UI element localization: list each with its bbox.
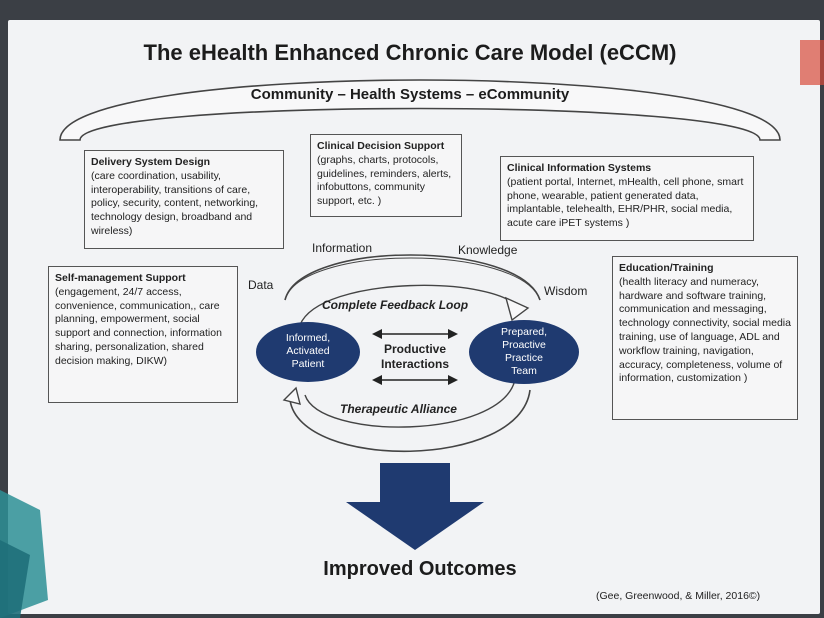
team-ellipse	[469, 320, 579, 384]
self-mgmt-body: (engagement, 24/7 access, convenience, c…	[55, 285, 222, 367]
therapeutic-alliance-label: Therapeutic Alliance	[340, 402, 457, 416]
outer-loop-bottom	[289, 389, 531, 453]
loop-arrowhead-left	[282, 386, 301, 405]
teal-decoration	[0, 0, 60, 618]
delivery-system-box: Delivery System Design (care coordinatio…	[84, 150, 284, 249]
wisdom-label: Wisdom	[544, 284, 588, 298]
delivery-heading: Delivery System Design	[91, 156, 211, 168]
productive-interactions-label: Productive Interactions	[380, 342, 449, 371]
info-systems-box: Clinical Information Systems (patient po…	[500, 156, 754, 241]
info-systems-heading: Clinical Information Systems	[507, 162, 652, 174]
community-label: Community – Health Systems – eCommunity	[250, 86, 570, 103]
improved-outcomes-label: Improved Outcomes	[323, 558, 517, 580]
red-decoration	[800, 40, 824, 85]
education-body: (health literacy and numeracy, hardware …	[619, 275, 791, 385]
page-title: The eHealth Enhanced Chronic Care Model …	[143, 40, 677, 65]
info-systems-body: (patient portal, Internet, mHealth, cell…	[507, 175, 744, 230]
decision-heading: Clinical Decision Support	[317, 140, 445, 152]
information-label: Information	[312, 241, 373, 255]
self-management-box: Self-management Support (engagement, 24/…	[48, 266, 238, 403]
feedback-loop-label: Complete Feedback Loop	[322, 298, 469, 312]
team-line-3: Practice	[505, 352, 543, 364]
inner-loop-bottom	[304, 379, 516, 428]
patient-label: Informed, Activated Patient	[268, 332, 348, 371]
delivery-body: (care coordination, usability, interoper…	[91, 169, 259, 237]
data-label: Data	[248, 278, 274, 292]
decision-support-box: Clinical Decision Support (graphs, chart…	[310, 134, 462, 217]
outer-loop	[284, 254, 541, 301]
patient-line-3: Patient	[291, 358, 325, 370]
knowledge-label: Knowledge	[458, 243, 518, 257]
education-box: Education/Training (health literacy and …	[612, 256, 798, 420]
patient-ellipse	[256, 322, 360, 382]
community-arch	[59, 79, 781, 141]
team-line-2: Proactive	[502, 339, 546, 351]
outcomes-arrow	[346, 463, 484, 550]
self-mgmt-heading: Self-management Support	[55, 272, 186, 284]
team-line-4: Team	[511, 365, 537, 377]
team-label: Prepared, Proactive Practice Team	[484, 326, 564, 378]
patient-line-2: Activated	[286, 345, 330, 357]
citation: (Gee, Greenwood, & Miller, 2016©)	[596, 590, 761, 602]
decision-body: (graphs, charts, protocols, guidelines, …	[317, 153, 452, 208]
team-line-1: Prepared,	[500, 326, 548, 338]
education-heading: Education/Training	[619, 262, 714, 274]
loop-arrowhead-right	[504, 296, 530, 322]
inner-loop-top	[299, 284, 521, 326]
patient-line-1: Informed,	[285, 332, 331, 344]
